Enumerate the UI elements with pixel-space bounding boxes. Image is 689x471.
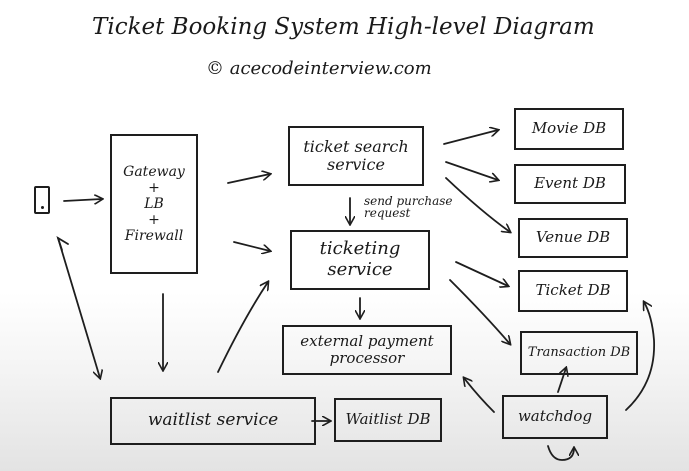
watchdog-to-payment-arrow <box>464 378 495 413</box>
ticket-search-service-label: ticket search service <box>303 136 409 174</box>
ticket-db-box: Ticket DB <box>518 270 628 312</box>
client-to-gateway-arrow <box>63 199 102 201</box>
ticket-search-to-event-db-arrow <box>445 161 498 180</box>
watchdog-label: watchdog <box>517 407 593 426</box>
ticket-search-to-movie-db-arrow <box>443 130 498 145</box>
gateway-box: Gateway + LB + Firewall <box>110 134 198 274</box>
waitlist-db-label: Waitlist DB <box>345 410 431 429</box>
gateway-label: Gateway + LB + Firewall <box>123 163 185 245</box>
ticket-db-label: Ticket DB <box>535 281 611 300</box>
movie-db-label: Movie DB <box>531 119 607 138</box>
ticketing-to-ticket-db-arrow <box>455 261 508 286</box>
waitlist-db-box: Waitlist DB <box>334 398 442 442</box>
watchdog-box: watchdog <box>502 395 608 439</box>
venue-db-label: Venue DB <box>535 228 611 247</box>
gateway-to-ticket-search-arrow <box>227 174 270 184</box>
event-db-label: Event DB <box>534 174 606 193</box>
diagram-title: Ticket Booking System High-level Diagram <box>92 14 595 40</box>
client-waitlist-bidirectional-arrow <box>57 237 100 378</box>
send-purchase-request-note: send purchase request <box>364 194 453 220</box>
client-waitlist-start-arrowhead <box>56 235 69 251</box>
venue-db-box: Venue DB <box>518 218 628 258</box>
ticketing-service-label: ticketing service <box>319 238 401 280</box>
ticket-search-service-box: ticket search service <box>288 126 424 186</box>
transaction-db-label: Transaction DB <box>527 344 631 360</box>
diagram-subtitle: © acecodeinterview.com <box>206 58 432 79</box>
external-payment-processor-label: external payment processor <box>300 331 434 367</box>
watchdog-self-loop-arrow <box>547 445 574 461</box>
event-db-box: Event DB <box>514 164 626 204</box>
transaction-db-box: Transaction DB <box>520 331 638 375</box>
watchdog-to-ticket-db-arrow <box>625 302 655 411</box>
external-payment-processor-box: external payment processor <box>282 325 452 375</box>
watchdog-to-transaction-db-arrow <box>557 368 566 393</box>
waitlist-to-ticketing-arrow <box>217 282 268 373</box>
movie-db-box: Movie DB <box>514 108 624 150</box>
ticket-search-to-venue-db-arrow <box>445 177 510 232</box>
waitlist-service-box: waitlist service <box>110 397 316 445</box>
waitlist-service-label: waitlist service <box>147 410 279 431</box>
gateway-to-ticketing-arrow <box>233 241 270 251</box>
ticketing-service-box: ticketing service <box>290 230 430 290</box>
client-phone-icon <box>34 186 50 214</box>
ticketing-to-transaction-db-arrow <box>449 279 510 344</box>
